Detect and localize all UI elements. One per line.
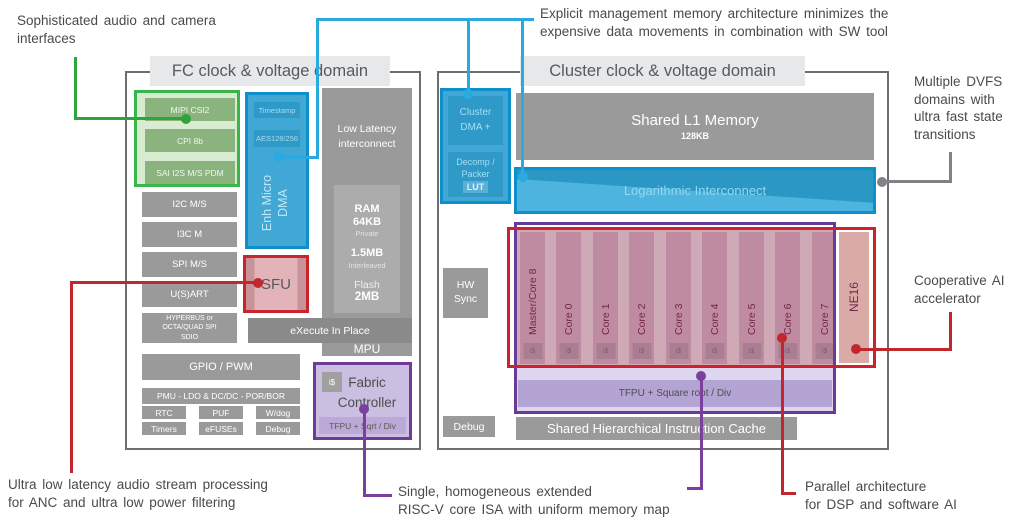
core-column-4: Core 4 i$ [702, 232, 727, 364]
cyan-dot-log-interconnect [518, 172, 528, 182]
icache-badge: i$ [559, 343, 578, 359]
core-column-2: Core 2 i$ [629, 232, 654, 364]
block-ne16: NE16 [839, 232, 869, 363]
gray-connector-vertical [949, 152, 952, 183]
purple-fabric-foot [363, 494, 392, 497]
icache-badge: i$ [815, 343, 834, 359]
block-cpi-8b: CPI 8b [145, 129, 235, 152]
block-enh-micro-dma: Timestamp AES128/256 Enh Micro DMA [245, 92, 309, 249]
block-mipi-csi2: MIPI CSI2 [145, 98, 235, 121]
block-timers: Timers [142, 422, 186, 435]
block-cluster-tfpu: TFPU + Square root / Div [516, 367, 834, 412]
block-efuses: eFUSEs [199, 422, 243, 435]
gray-connector-dot [877, 177, 887, 187]
block-fabric-controller: i$ Fabric Controller TFPU + Sqrt / Div [313, 362, 412, 440]
annotation-audio-camera: Sophisticated audio and camera interface… [17, 13, 216, 46]
lut-badge: LUT [462, 180, 489, 193]
annotation-explicit-memory: Explicit management memory architecture … [540, 6, 889, 39]
block-i3c: I3C M [142, 222, 237, 247]
annotation-parallel-arch: Parallel architecture for DSP and softwa… [805, 479, 957, 512]
red-parallel-foot [781, 492, 796, 495]
cyan-drop-log-interconnect [521, 18, 524, 174]
purple-cluster-foot [687, 487, 703, 490]
icache-badge: i$ [742, 343, 761, 359]
block-timestamp: Timestamp [254, 102, 300, 118]
annotation-ultra-low-latency: Ultra low latency audio stream processin… [8, 477, 268, 510]
red-coop-dot [851, 344, 861, 354]
green-connector-horizontal [74, 117, 186, 120]
cyan-trunk [316, 18, 534, 21]
cyan-elbow-dma [280, 156, 319, 159]
fabric-tfpu: TFPU + Sqrt / Div [319, 417, 406, 434]
red-sfu-dot [253, 278, 263, 288]
cluster-dma-label: Cluster DMA + [448, 96, 503, 145]
block-spi: SPI M/S [142, 252, 237, 277]
fabric-controller-label: Fabric Controller [337, 375, 397, 410]
gray-connector-horizontal [884, 180, 952, 183]
riscv-cores-outline [514, 222, 836, 414]
block-ram-flash: RAM 64KB Private 1.5MB Interleaved Flash… [334, 185, 400, 313]
icache-badge: i$ [705, 343, 724, 359]
camera-audio-group: MIPI CSI2 CPI 8b SAI I2S M/S PDM [134, 90, 240, 187]
block-debug-cluster: Debug [443, 416, 495, 437]
annotation-dvfs: Multiple DVFS domains with ultra fast st… [914, 74, 1003, 142]
block-usart: U(S)ART [142, 282, 237, 307]
red-sfu-vertical [70, 281, 73, 473]
block-mpu: MPU [353, 342, 381, 356]
icache-badge: i$ [632, 343, 651, 359]
block-decomp-packer: Decomp / Packer LUT [448, 152, 503, 197]
core-column-5: Core 5 i$ [739, 232, 764, 364]
red-coop-vertical [949, 312, 952, 351]
block-shared-icache: Shared Hierarchical Instruction Cache [516, 417, 797, 440]
annotation-cooperative-ai: Cooperative AI accelerator [914, 273, 1005, 306]
block-wdog: W/dog [256, 406, 300, 419]
icache-badge: i$ [523, 343, 542, 359]
block-debug-fc: Debug [256, 422, 300, 435]
block-aes: AES128/256 [254, 130, 300, 147]
core-column-1: Core 1 i$ [593, 232, 618, 364]
low-latency-interconnect-label: Low Latency interconnect [337, 123, 397, 151]
log-interconnect-wedge [517, 170, 873, 203]
block-hyperbus: HYPERBUS or OCTA/QUAD SPI SDIO [142, 313, 237, 343]
icache-badge: i$ [596, 343, 615, 359]
log-interconnect-label: Logarithmic Interconnect [623, 183, 767, 198]
cyan-dot-cluster-dma [463, 89, 473, 99]
purple-fabric-dot [359, 404, 369, 414]
cluster-tfpu-label: TFPU + Square root / Div [518, 380, 832, 407]
red-sfu-horizontal [70, 281, 260, 284]
enh-micro-dma-label: Enh Micro DMA [260, 174, 291, 232]
red-parallel-vertical [781, 338, 784, 495]
core-column-master: Master/Core 8 i$ [520, 232, 545, 364]
fabric-icache-badge: i$ [322, 372, 342, 392]
block-gpio-pwm: GPIO / PWM [142, 354, 300, 380]
red-coop-horizontal [856, 348, 952, 351]
cyan-dot-enh-dma [274, 152, 284, 162]
block-shared-l1: Shared L1 Memory 128KB [516, 93, 874, 160]
cyan-drop-dma [316, 18, 319, 158]
fc-domain-title: FC clock & voltage domain [150, 56, 390, 86]
green-connector-vertical [74, 57, 77, 120]
purple-fabric-vertical [363, 409, 366, 497]
ai-accelerator-outline [507, 227, 876, 368]
core-column-3: Core 3 i$ [666, 232, 691, 364]
block-log-interconnect: Logarithmic Interconnect [514, 167, 876, 214]
purple-cluster-vertical [700, 375, 703, 490]
red-parallel-dot [777, 333, 787, 343]
annotation-riscv-isa: Single, homogeneous extended RISC-V core… [398, 484, 670, 517]
cyan-drop-cluster-dma [467, 18, 470, 92]
block-rtc: RTC [142, 406, 186, 419]
purple-cluster-dot [696, 371, 706, 381]
icache-badge: i$ [669, 343, 688, 359]
block-pmu: PMU - LDO & DC/DC - POR/BOR [142, 388, 300, 404]
block-sai-i2s: SAI I2S M/S PDM [145, 161, 235, 184]
green-connector-dot [181, 114, 191, 124]
block-puf: PUF [199, 406, 243, 419]
block-cluster-dma: Cluster DMA + Decomp / Packer LUT [440, 88, 511, 204]
block-xip: eXecute In Place [248, 318, 412, 343]
block-i2c: I2C M/S [142, 192, 237, 217]
cluster-domain-title: Cluster clock & voltage domain [520, 56, 805, 86]
core-column-0: Core 0 i$ [556, 232, 581, 364]
core-column-7: Core 7 i$ [812, 232, 836, 364]
